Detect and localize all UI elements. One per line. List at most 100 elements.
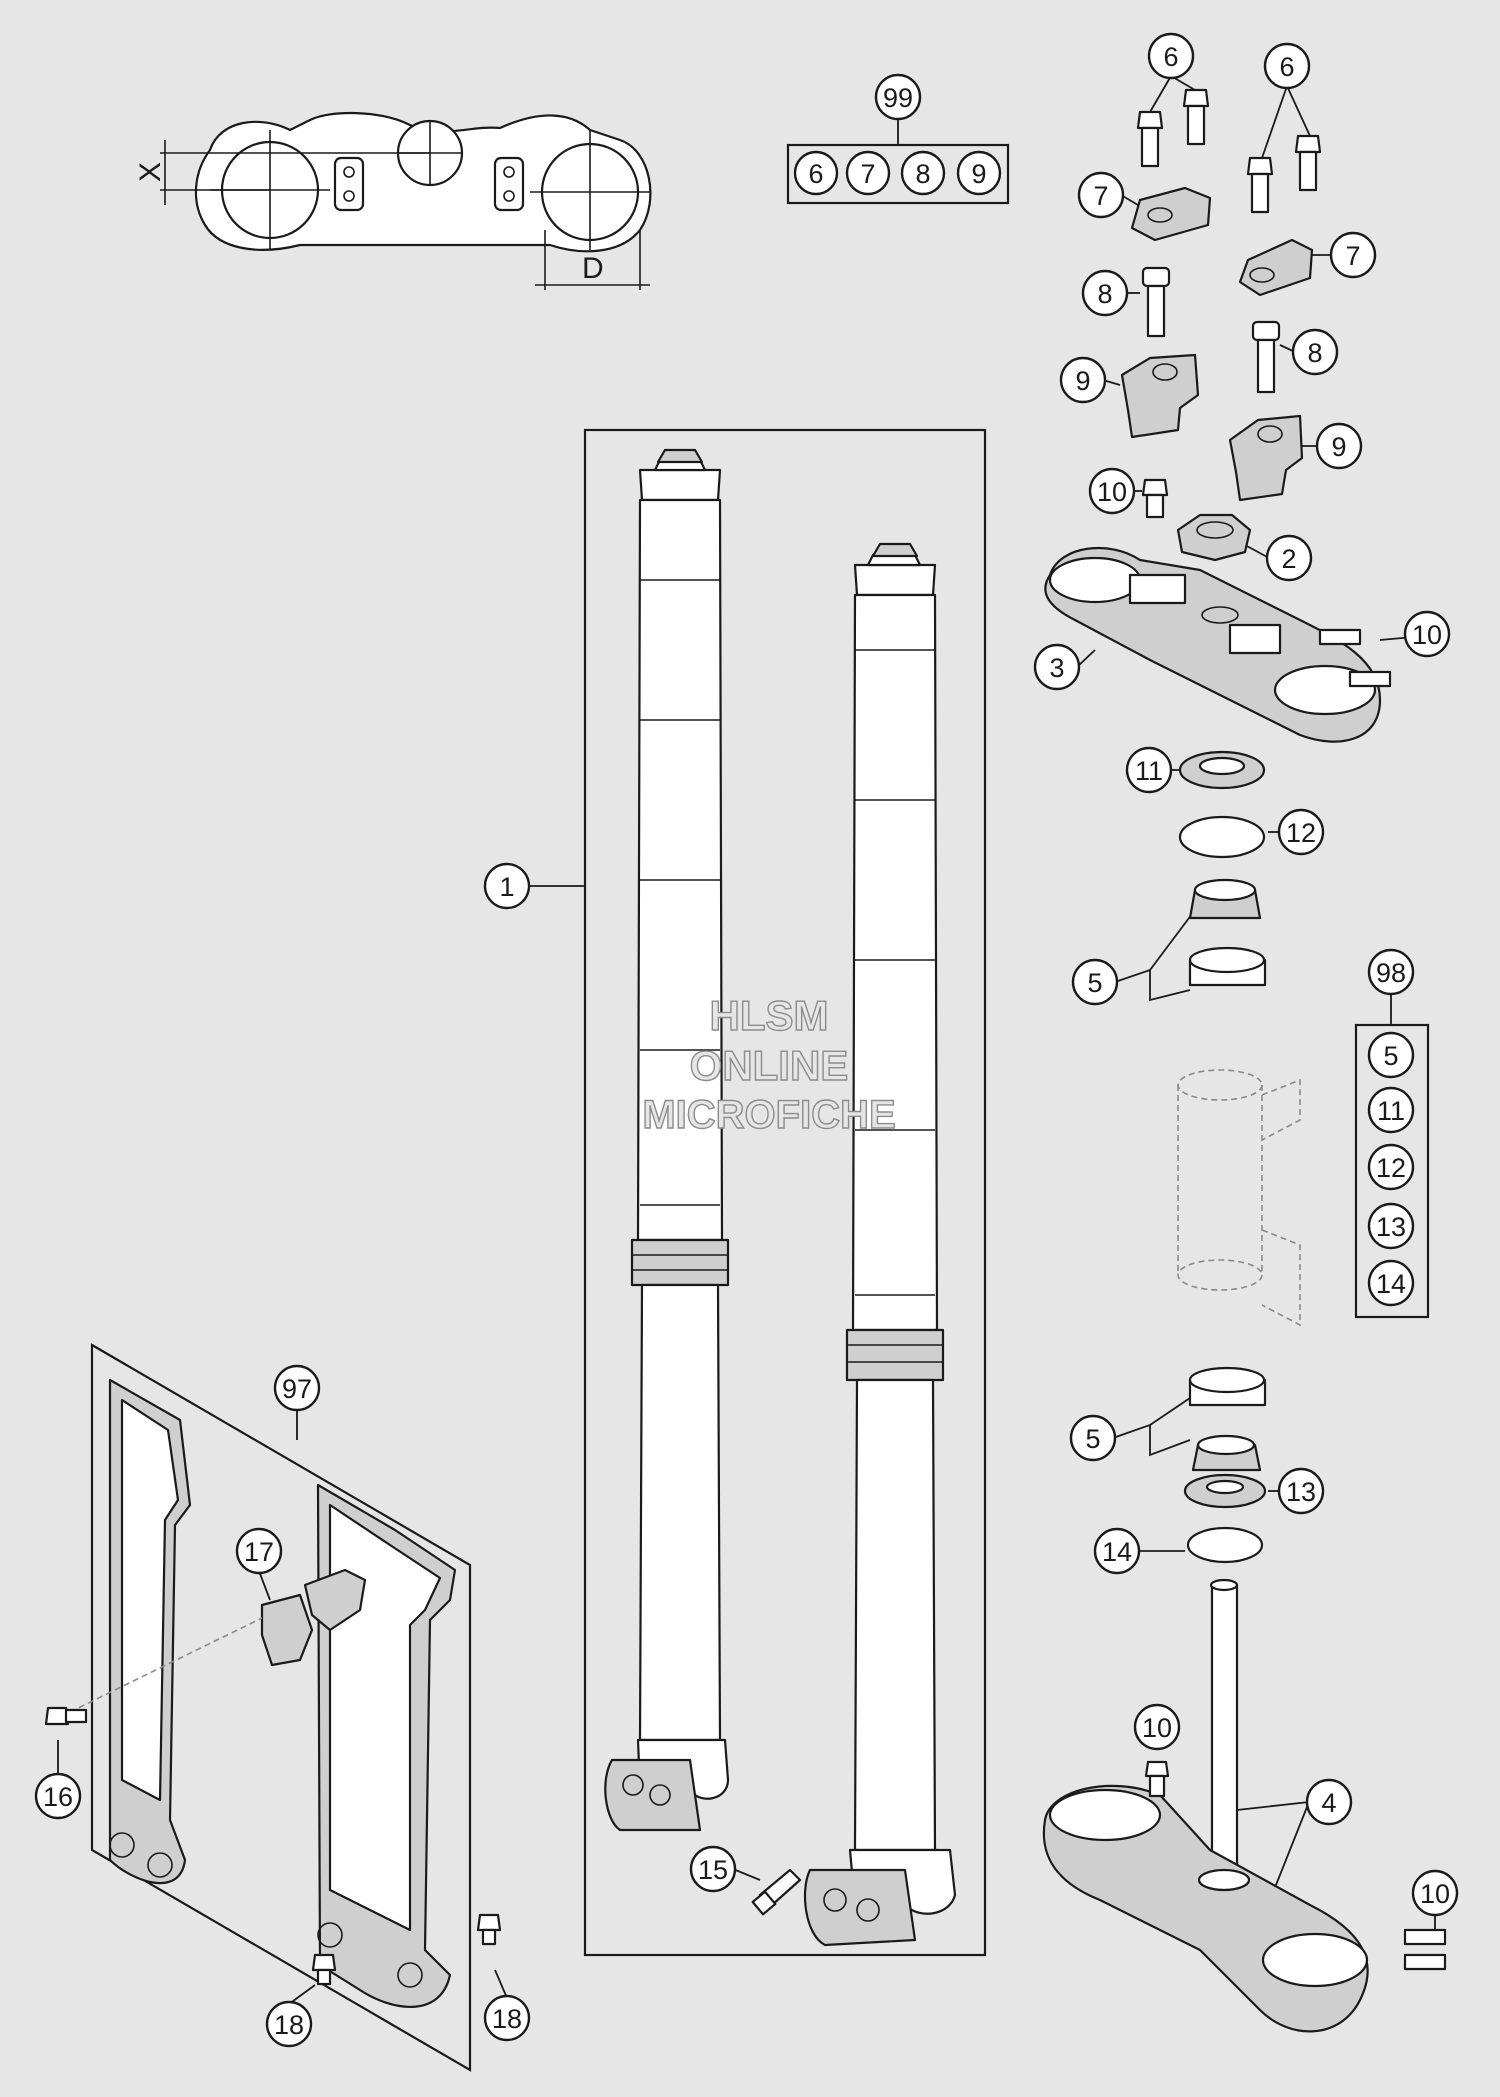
brake-line-holder-17[interactable] — [69, 1568, 367, 1713]
callout-1[interactable]: 1 — [483, 862, 531, 910]
callout-16[interactable]: 16 — [34, 1772, 82, 1820]
callout-9[interactable]: 9 — [1059, 356, 1107, 404]
clamp-7-a[interactable] — [1120, 186, 1212, 242]
svg-text:99: 99 — [883, 83, 913, 113]
steering-tube-ghost — [1177, 1069, 1301, 1327]
callout-6[interactable]: 6 — [1147, 32, 1195, 80]
bolt-10-d[interactable] — [1403, 1913, 1447, 1971]
svg-text:7: 7 — [1093, 181, 1108, 211]
clamp-7-b[interactable] — [1238, 238, 1333, 297]
fork-guard-kit-97 — [90, 1343, 472, 2072]
callout-6[interactable]: 6 — [1263, 42, 1311, 90]
svg-text:8: 8 — [1097, 279, 1112, 309]
svg-text:97: 97 — [282, 1374, 312, 1404]
o-ring-12[interactable] — [1178, 815, 1281, 859]
kit-99-item-9[interactable]: 9 — [956, 150, 1002, 196]
fork-leg-right[interactable] — [803, 542, 957, 1947]
svg-text:10: 10 — [1142, 1713, 1172, 1743]
svg-text:16: 16 — [43, 1782, 73, 1812]
bolt-18-a[interactable] — [288, 1953, 337, 2005]
callout-5[interactable]: 5 — [1071, 958, 1119, 1006]
svg-text:14: 14 — [1376, 1269, 1406, 1299]
kit-98-item-14[interactable]: 14 — [1367, 1259, 1415, 1307]
kit-99-item-8[interactable]: 8 — [900, 150, 946, 196]
callout-14[interactable]: 14 — [1093, 1527, 1141, 1575]
upper-triple-clamp-3[interactable] — [1044, 546, 1448, 743]
callout-4[interactable]: 4 — [1305, 1778, 1353, 1826]
svg-text:12: 12 — [1286, 818, 1316, 848]
dimension-d-label: D — [582, 252, 604, 285]
callout-10[interactable]: 10 — [1088, 467, 1136, 515]
callout-2[interactable]: 2 — [1265, 534, 1313, 582]
svg-text:6: 6 — [1279, 52, 1294, 82]
callout-97[interactable]: 97 — [273, 1364, 321, 1412]
callout-12[interactable]: 12 — [1277, 808, 1325, 856]
seal-11[interactable] — [1169, 750, 1266, 790]
callout-9[interactable]: 9 — [1315, 422, 1363, 470]
kit-98-item-13[interactable]: 13 — [1367, 1202, 1415, 1250]
svg-text:7: 7 — [1345, 241, 1360, 271]
kit-99-box: 6 7 8 9 — [786, 117, 1010, 205]
callout-8[interactable]: 8 — [1081, 269, 1129, 317]
fork-guard-left[interactable] — [108, 1378, 192, 1885]
svg-text:18: 18 — [274, 2010, 304, 2040]
svg-text:6: 6 — [1163, 42, 1178, 72]
bolt-10-a[interactable] — [1132, 478, 1169, 519]
callout-3[interactable]: 3 — [1033, 643, 1081, 691]
kit-99-item-6[interactable]: 6 — [793, 150, 839, 196]
triple-clamp-dimension-sketch: X D — [134, 111, 652, 290]
callout-18[interactable]: 18 — [265, 2000, 313, 2048]
fork-leg-left[interactable] — [604, 448, 730, 1832]
o-ring-14[interactable] — [1137, 1526, 1264, 1564]
callout-98[interactable]: 98 — [1367, 948, 1415, 996]
bolt-6-pair-a[interactable] — [1136, 75, 1210, 168]
callout-99[interactable]: 99 — [874, 73, 922, 121]
lower-triple-clamp-4[interactable] — [1042, 1578, 1369, 2033]
svg-text:15: 15 — [698, 1855, 728, 1885]
callout-7[interactable]: 7 — [1077, 171, 1125, 219]
svg-text:9: 9 — [971, 159, 986, 189]
bolt-18-b[interactable] — [476, 1913, 508, 1999]
callout-11[interactable]: 11 — [1125, 746, 1173, 794]
handlebar-clamp-9-b[interactable] — [1228, 414, 1319, 502]
callout-7[interactable]: 7 — [1329, 231, 1377, 279]
handlebar-clamp-9-a[interactable] — [1102, 353, 1200, 439]
seal-13[interactable] — [1183, 1473, 1281, 1509]
nut-2[interactable] — [1176, 513, 1270, 562]
kit-98-item-5[interactable]: 5 — [1367, 1031, 1415, 1079]
callout-15[interactable]: 15 — [689, 1845, 737, 1893]
callout-5[interactable]: 5 — [1069, 1414, 1117, 1462]
bolt-15[interactable] — [732, 1868, 802, 1916]
svg-text:10: 10 — [1412, 620, 1442, 650]
kit-98-item-11[interactable]: 11 — [1367, 1086, 1415, 1134]
svg-text:12: 12 — [1376, 1153, 1406, 1183]
bolt-8-a[interactable] — [1125, 266, 1171, 338]
svg-text:10: 10 — [1097, 477, 1127, 507]
bolt-16[interactable] — [44, 1706, 88, 1776]
svg-text:98: 98 — [1376, 958, 1406, 988]
svg-text:8: 8 — [915, 159, 930, 189]
fork-assembly-box — [527, 428, 987, 1957]
bearing-5-upper[interactable] — [1114, 878, 1267, 1002]
callout-8[interactable]: 8 — [1291, 328, 1339, 376]
callout-13[interactable]: 13 — [1277, 1467, 1325, 1515]
svg-text:13: 13 — [1286, 1477, 1316, 1507]
bolt-8-b[interactable] — [1251, 320, 1296, 394]
kit-98-item-12[interactable]: 12 — [1367, 1143, 1415, 1191]
callout-18[interactable]: 18 — [483, 1994, 531, 2042]
callout-10[interactable]: 10 — [1403, 610, 1451, 658]
bearing-5-lower[interactable] — [1112, 1366, 1267, 1472]
callout-17[interactable]: 17 — [235, 1527, 283, 1575]
fork-guard-right[interactable] — [316, 1483, 457, 2008]
svg-text:HLSM: HLSM — [710, 992, 829, 1039]
callout-10[interactable]: 10 — [1411, 1869, 1459, 1917]
bolt-6-pair-b[interactable] — [1246, 85, 1322, 214]
callout-10[interactable]: 10 — [1133, 1703, 1181, 1751]
svg-text:1: 1 — [499, 872, 514, 902]
dimension-x-label: X — [134, 162, 167, 182]
svg-text:11: 11 — [1135, 756, 1163, 786]
kit-99-item-7[interactable]: 7 — [845, 150, 891, 196]
